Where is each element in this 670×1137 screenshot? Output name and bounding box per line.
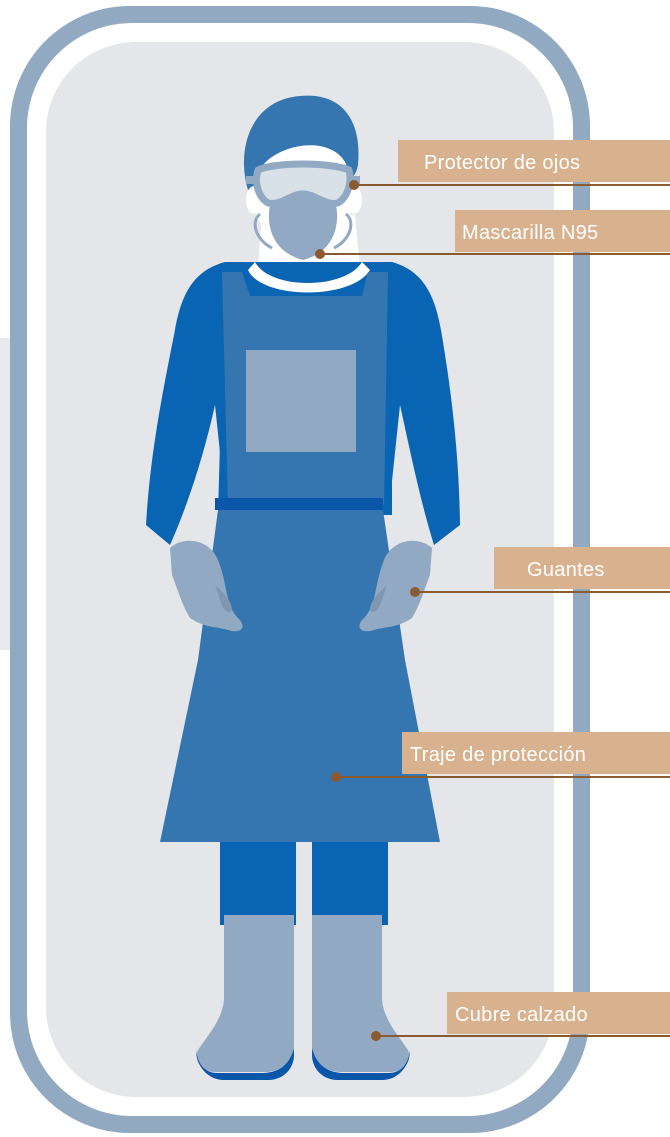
right-pant-leg (312, 835, 388, 925)
callout-dot (410, 587, 420, 597)
left-pant-leg (220, 835, 296, 925)
callout-dot (349, 180, 359, 190)
apron-waistband (215, 498, 383, 510)
callout-label: Protector de ojos (424, 152, 580, 174)
callout-dot (315, 249, 325, 259)
callout-label: Mascarilla N95 (462, 222, 598, 244)
callout-label: Guantes (527, 559, 605, 581)
callout-dot (331, 772, 341, 782)
apron-pocket (246, 350, 356, 452)
callout-dot (371, 1031, 381, 1041)
callout-label: Cubre calzado (455, 1004, 588, 1026)
callout-label: Traje de protección (410, 744, 586, 766)
